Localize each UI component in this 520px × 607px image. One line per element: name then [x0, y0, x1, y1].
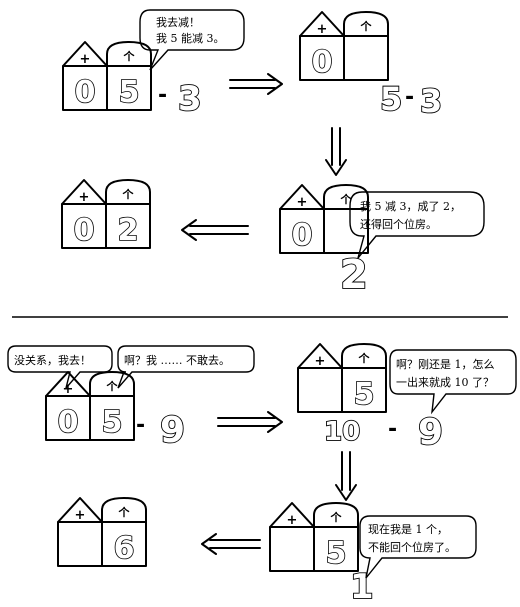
arrow-right-bottom: [217, 411, 283, 433]
speech-bubble: [349, 191, 485, 259]
bottom-panel-1: + 个 0 5 - 9 没关系，我去！ 啊？我 …… 不敢去。: [7, 345, 255, 452]
ones-digit: 2: [118, 213, 139, 248]
tens-digit: 0: [75, 75, 96, 110]
arrow-down-top: [325, 127, 347, 176]
ones-digit: 6: [114, 531, 135, 566]
bubble-line-1: 啊？刚还是 1，怎么: [396, 357, 495, 371]
ones-digit: 5: [119, 75, 140, 110]
ones-label: 个: [330, 510, 343, 524]
tens-label: +: [63, 382, 74, 397]
expression-left: 5: [380, 80, 402, 118]
arrow-right-top: [229, 73, 283, 95]
top-panel-3: + 个 0 2 我 5 减 3，成了 2， 还得回个位房。: [279, 184, 485, 299]
ones-digit: 5: [326, 536, 347, 571]
operand-digit: 3: [178, 79, 202, 119]
tens-label: +: [317, 22, 328, 37]
bottom-panel-3: + 个 5 1 现在我是 1 个， 不能回个位房了。: [269, 502, 477, 607]
ones-label: 个: [122, 187, 135, 201]
result-digit: 2: [340, 252, 368, 298]
ones-label: 个: [106, 379, 119, 393]
bubble-right-text: 啊？我 …… 不敢去。: [124, 353, 230, 367]
minus-sign: -: [136, 413, 145, 438]
tens-digit: 0: [312, 45, 333, 80]
ones-label: 个: [123, 49, 136, 63]
bubble-line-2: 不能回个位房了。: [368, 540, 456, 554]
tens-label: +: [287, 513, 298, 528]
expression-minus: -: [405, 85, 414, 110]
place-value-house: + 个 5: [269, 502, 359, 572]
ones-digit: 5: [354, 377, 375, 412]
bubble-line-1: 我去减！: [156, 16, 200, 29]
bubble-line-1: 我 5 减 3，成了 2，: [360, 200, 461, 213]
tens-label: +: [315, 354, 326, 369]
bottom-panel-2: + 个 5 10 - 9 啊？刚还是 1，怎么 一出来就成 10 了？: [297, 343, 517, 454]
bubble-line-2: 我 5 能减 3。: [156, 31, 225, 45]
arrow-left-top: [181, 219, 249, 241]
place-value-house: + 个 0 2: [61, 179, 151, 249]
tens-digit: 0: [292, 218, 313, 253]
operand-digit: 9: [160, 410, 185, 451]
speech-bubble: [389, 349, 517, 415]
result-digit: 1: [350, 567, 374, 607]
tens-label: +: [80, 52, 91, 67]
top-panel-4: + 个 0 2: [61, 179, 151, 249]
expression-left: 10: [324, 417, 360, 447]
top-panel-2: + 个 0 5 - 3: [299, 11, 443, 121]
tens-digit: 0: [58, 405, 79, 440]
bottom-panel-4: + 个 6: [57, 497, 147, 567]
place-value-house: + 个 5: [297, 343, 387, 413]
arrow-down-bottom: [335, 451, 357, 501]
bubble-line-2: 一出来就成 10 了？: [396, 375, 494, 389]
minus-sign: -: [158, 83, 167, 108]
arrow-left-bottom: [201, 533, 261, 555]
bubble-left-text: 没关系，我去！: [14, 353, 91, 367]
tens-digit: 0: [74, 213, 95, 248]
ones-label: 个: [358, 351, 371, 365]
ones-digit: 5: [102, 405, 123, 440]
speech-bubble: [359, 515, 477, 579]
tens-label: +: [79, 190, 90, 205]
place-value-house: + 个 0: [299, 11, 389, 81]
speech-bubble-left: [7, 345, 113, 389]
place-value-house: + 个 0 5: [45, 371, 135, 441]
speech-bubble-right: [117, 345, 255, 389]
ones-label: 个: [340, 192, 353, 206]
bubble-line-1: 现在我是 1 个，: [368, 523, 448, 536]
top-panel-1: + 个 0 5 - 3 我去减！ 我 5 能减 3。: [62, 9, 245, 120]
ones-label: 个: [118, 505, 131, 519]
place-value-house: + 个 0 5: [62, 41, 152, 111]
speech-bubble: [139, 9, 245, 71]
expression-minus: -: [388, 417, 397, 442]
place-value-house: + 个 6: [57, 497, 147, 567]
expression-right: 3: [420, 82, 442, 120]
tens-label: +: [297, 195, 308, 210]
bubble-line-2: 还得回个位房。: [360, 217, 437, 231]
ones-label: 个: [360, 19, 373, 33]
expression-right: 9: [418, 412, 443, 453]
place-value-house: + 个 0: [279, 184, 369, 254]
tens-label: +: [75, 508, 86, 523]
